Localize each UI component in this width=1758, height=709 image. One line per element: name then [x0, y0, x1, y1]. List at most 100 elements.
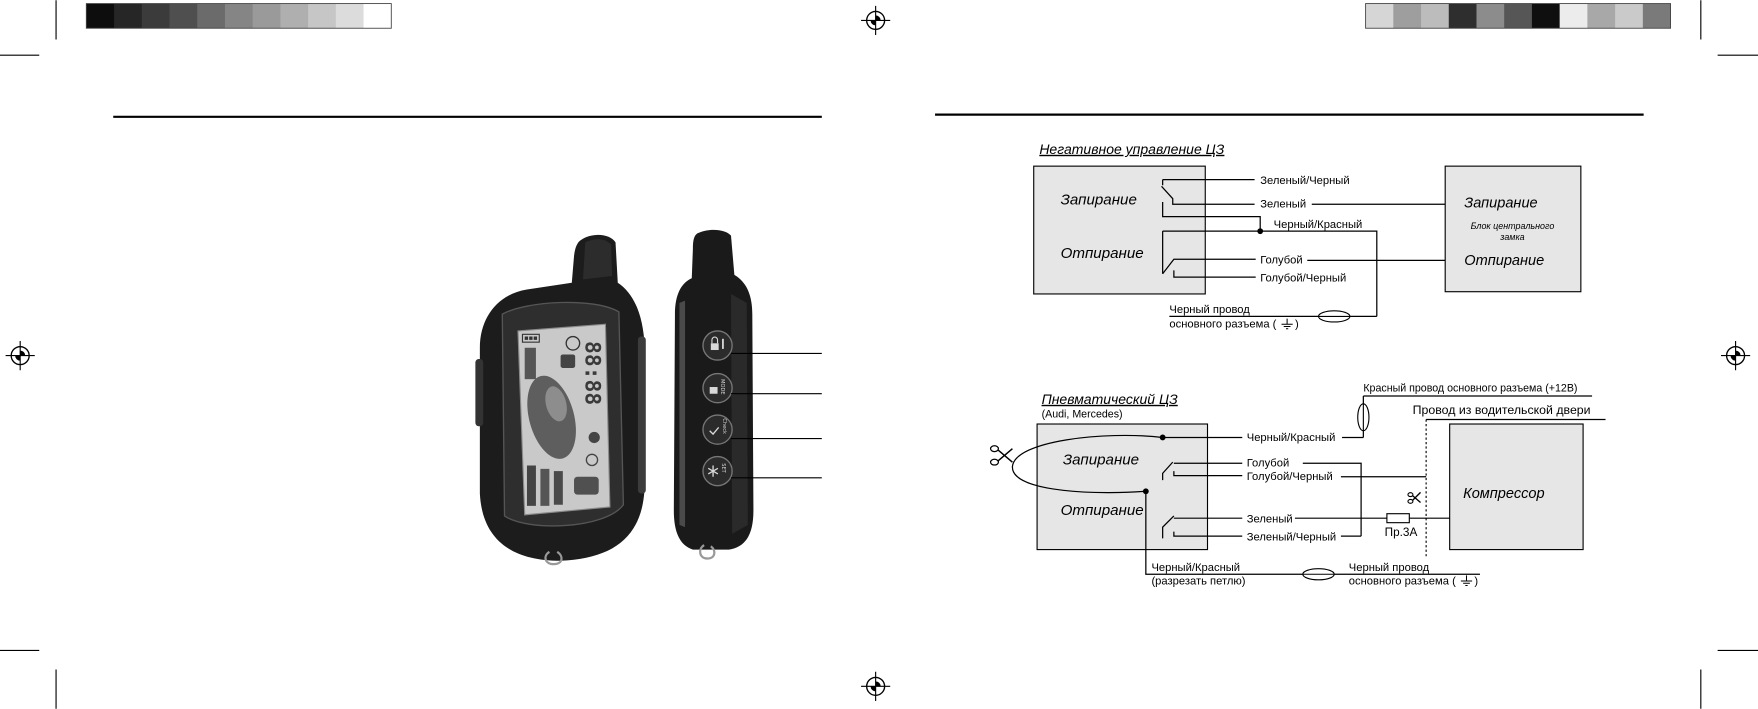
relay-unlock-wiring: [1162, 258, 1446, 278]
central-lock-unit-box: [1444, 165, 1582, 293]
button-label-check: Check: [721, 418, 727, 434]
color-swatch: [1559, 3, 1588, 29]
ground-label-line1: Черный провод: [1169, 304, 1250, 316]
color-swatch: [1531, 3, 1561, 29]
color-swatch: [141, 3, 170, 29]
relay-box-unlock-label: Отпирание: [1061, 245, 1144, 262]
scissors-handle: [989, 445, 1000, 453]
wire-label-blue-black: Голубой/Черный: [1260, 273, 1346, 285]
button-body: [702, 455, 733, 487]
color-swatch: [1421, 3, 1450, 29]
side-edge-right: [637, 336, 646, 494]
unlock-icon: [709, 387, 718, 394]
remote-side-face: [731, 293, 748, 534]
registration-ring: [10, 345, 30, 366]
remote-button-4: SET: [702, 455, 733, 487]
door-wire-label: Провод из водительской двери: [1413, 403, 1591, 417]
wire-junction: [1142, 488, 1149, 495]
wire-ground: [1145, 491, 1480, 575]
color-swatch: [169, 3, 198, 29]
scissors-icon: [1407, 491, 1422, 504]
lcd-status-strip: [540, 468, 550, 506]
lock-icon: [710, 343, 719, 351]
wire-label-black-red: Черный/Красный: [1247, 432, 1336, 444]
color-swatch: [197, 3, 226, 29]
loop-label-line1: Черный/Красный: [1151, 562, 1240, 574]
color-swatch: [335, 3, 365, 29]
central-lock-unlock-label: Отпирание: [1464, 253, 1544, 269]
diagram-subtitle: (Audi, Mercedes): [1042, 408, 1123, 420]
wire-junction: [1159, 434, 1166, 441]
registration-ring: [1725, 345, 1746, 366]
lcd-status-strip: [553, 471, 563, 505]
registration-ring: [865, 10, 886, 31]
diagram-title: Негативное управление ЦЗ: [1039, 141, 1224, 157]
registration-mark-bottom: [861, 671, 891, 701]
fuse-icon: [1386, 513, 1410, 524]
lock-shackle: [711, 336, 719, 344]
wire-label-black-red: Черный/Красный: [1274, 219, 1363, 231]
color-swatch: [363, 3, 392, 29]
lcd-signal-icon: [565, 335, 581, 351]
relay-unlock-wiring: [1162, 515, 1243, 539]
color-swatch: [86, 3, 115, 29]
relay-box-lock-label: Запирание: [1063, 451, 1139, 468]
wire-label-green: Зеленый: [1247, 514, 1293, 526]
fuse-label: Пр.3А: [1385, 526, 1418, 539]
remote-front: 88:88: [475, 234, 646, 566]
registration-quadrants: [870, 15, 881, 26]
loop-label-line2: (разрезать петлю): [1151, 575, 1245, 587]
registration-quadrants: [1730, 350, 1741, 361]
color-swatch: [224, 3, 254, 29]
color-bar-left: [86, 3, 392, 29]
lcd-alarm-icon: [588, 431, 600, 444]
wire-label-blue: Голубой: [1247, 458, 1289, 470]
wire-label-blue-black: Голубой/Черный: [1247, 471, 1333, 483]
color-swatch: [1476, 3, 1505, 29]
color-swatch: [1393, 3, 1422, 29]
color-swatch: [308, 3, 337, 29]
registration-ring: [865, 676, 886, 697]
check-icon: [709, 426, 720, 436]
wire-label-green-black: Зеленый/Черный: [1247, 532, 1336, 544]
remote-button-1: [702, 330, 733, 361]
button-label-set: SET: [720, 463, 726, 473]
lcd-digits: 88:88: [579, 341, 604, 405]
remote-button-2: MODE: [702, 372, 733, 404]
compressor-label: Компрессор: [1463, 486, 1544, 502]
relay-box-unlock-label: Отпирание: [1061, 502, 1144, 519]
relay-box: [1036, 423, 1209, 551]
wire-label-green-black: Зеленый/Черный: [1260, 175, 1349, 187]
central-lock-unit-name-2: замка: [1499, 232, 1524, 242]
registration-mark-left: [5, 341, 35, 371]
side-button-left: [475, 358, 484, 427]
power-wire-label: Красный провод основного разъема (+12В): [1363, 382, 1577, 394]
scissors-handle: [1407, 492, 1414, 498]
color-bar-right: [1365, 3, 1671, 29]
key-icon: [722, 338, 724, 349]
ground-label-close: ): [1474, 575, 1478, 587]
registration-quadrants: [15, 350, 26, 361]
diagram-title: Пневматический ЦЗ: [1042, 391, 1179, 407]
scissors-handle: [989, 458, 1000, 466]
color-swatch: [1504, 3, 1533, 29]
wire-blue: [1302, 462, 1362, 537]
central-lock-lock-label: Запирание: [1464, 196, 1537, 212]
ground-icon: [1460, 575, 1473, 586]
scissors-blades: [1412, 491, 1422, 504]
ground-icon: [1281, 318, 1293, 330]
scissors-icon: [989, 445, 1013, 466]
registration-crosshair: [861, 5, 891, 35]
color-swatch: [1448, 3, 1477, 29]
wire-black-red: [1162, 230, 1378, 317]
central-lock-unit-name-1: Блок центрального: [1471, 221, 1555, 231]
scissors-blades: [997, 448, 1013, 463]
lcd-lock-icon: [560, 354, 576, 368]
pneumatic-diagram: Пневматический ЦЗ (Audi, Mercedes) Красн…: [989, 382, 1606, 587]
ground-label-close: ): [1295, 319, 1299, 331]
ground-label-line2: основного разъема (: [1349, 575, 1456, 587]
lcd-engine-icon: [574, 476, 599, 495]
remote-button-3: Check: [702, 414, 733, 445]
button-leader-lines: [731, 352, 822, 479]
